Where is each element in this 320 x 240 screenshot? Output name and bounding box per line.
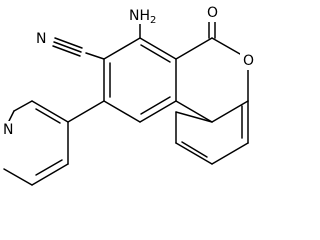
benzo-ring: [175, 100, 249, 165]
central-benzene-ring: [103, 37, 177, 123]
pyridine-n-label-bg: [1, 121, 17, 139]
ring-o-label-bg: [240, 52, 256, 70]
bond: [103, 100, 141, 123]
amino-label-bg: [126, 6, 160, 24]
bond: [175, 100, 213, 123]
bond: [175, 142, 213, 165]
carbonyl-o-label: O: [207, 5, 218, 21]
carbonyl-o-label-bg: [204, 4, 220, 22]
nitrile-group: [52, 37, 105, 60]
bond: [139, 100, 177, 123]
nitrile-bond: [85, 52, 105, 60]
amino-subscript: 2: [150, 15, 156, 26]
ring-o-label: O: [243, 53, 254, 69]
bond: [31, 163, 69, 186]
lactone-ring: [175, 19, 249, 123]
bond: [13, 100, 33, 112]
double-bond-inner: [181, 141, 208, 158]
bond: [175, 111, 213, 123]
pyridine-ring: [3, 100, 105, 186]
pyridine-n-label: N: [3, 122, 13, 138]
double-bond-inner: [35, 159, 63, 176]
bond: [211, 37, 241, 55]
bond: [139, 37, 177, 60]
double-bond-inner: [140, 96, 171, 115]
bond: [31, 100, 69, 123]
atom-labels: NH2 N O O N: [1, 4, 256, 139]
nitrile-triple-bond-c: [52, 45, 81, 57]
nitrile-n-label: N: [36, 31, 46, 47]
amino-label: NH2: [129, 8, 156, 26]
double-bond-inner: [35, 108, 61, 124]
nitrile-triple-bond-b: [53, 41, 82, 53]
bond: [211, 142, 249, 165]
nitrile-n-label-bg: [34, 30, 50, 48]
chemical-structure: NH2 N O O N: [1, 4, 256, 186]
nitrile-triple-bond-a: [54, 37, 83, 49]
bond: [103, 37, 141, 60]
bond: [3, 168, 33, 186]
bond: [175, 37, 213, 60]
bond: [211, 100, 249, 123]
double-bond-inner: [140, 44, 171, 63]
aryl-bond: [67, 100, 105, 123]
